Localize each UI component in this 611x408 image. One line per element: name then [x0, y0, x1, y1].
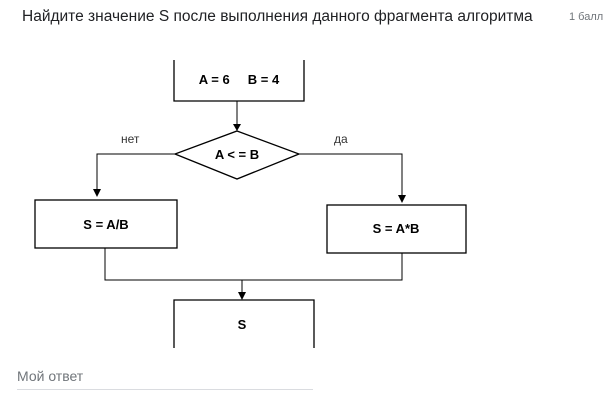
condition-label: A < = B [215, 147, 259, 162]
answer-input[interactable] [17, 363, 313, 390]
no-block: S = A/B [34, 199, 178, 249]
output-block: S [173, 299, 315, 348]
points-label: 1 балл [569, 11, 604, 23]
arrow-head [93, 189, 101, 197]
merge-line [104, 248, 403, 281]
arrow-head [233, 124, 241, 131]
init-block: A = 6 B = 4 [173, 60, 305, 102]
condition-diamond: A < = B [173, 130, 301, 180]
flowchart-image: A = 6 B = 4 A < = B нет да S = A/B S = A… [34, 60, 467, 348]
yes-branch-line [299, 153, 403, 202]
output-block-label: S [238, 317, 247, 332]
init-block-label: A = 6 B = 4 [199, 72, 280, 87]
branch-yes-label: да [334, 132, 348, 146]
arrow-head [398, 195, 406, 203]
branch-no-label: нет [121, 132, 140, 146]
yes-block-label: S = A*B [373, 221, 420, 236]
yes-block: S = A*B [326, 204, 467, 254]
arrow-head [238, 292, 246, 300]
question-title: Найдите значение S после выполнения данн… [22, 8, 533, 25]
no-block-label: S = A/B [83, 217, 128, 232]
no-branch-line [96, 153, 175, 196]
